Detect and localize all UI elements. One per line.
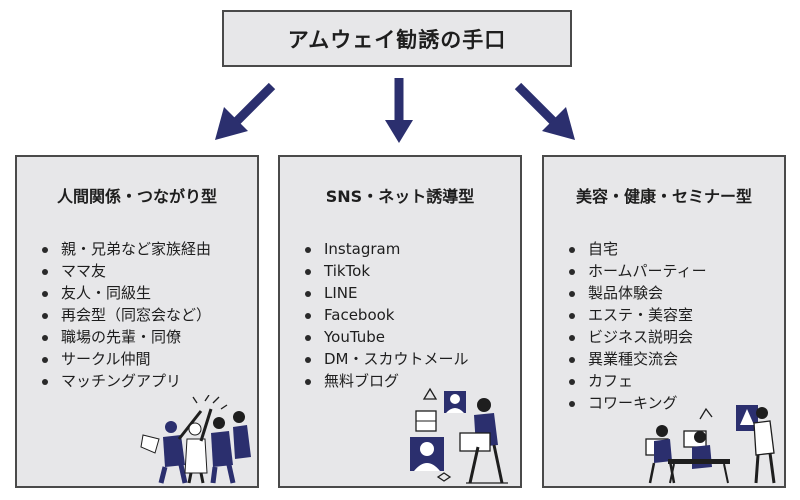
group-celebration-illustration bbox=[140, 395, 251, 484]
list-item: 無料ブログ bbox=[302, 370, 469, 392]
list-item: 親・兄弟など家族経由 bbox=[39, 238, 211, 260]
list-item: YouTube bbox=[302, 326, 469, 348]
list-item: ビジネス説明会 bbox=[566, 326, 707, 348]
arrow-down-icon bbox=[385, 78, 413, 143]
main-title: アムウェイ勧誘の手口 bbox=[222, 10, 572, 67]
list-item: 異業種交流会 bbox=[566, 348, 707, 370]
list-item: 職場の先輩・同僚 bbox=[39, 326, 211, 348]
list-item: カフェ bbox=[566, 370, 707, 392]
meeting-illustration bbox=[645, 405, 776, 484]
list-item: 再会型（同窓会など） bbox=[39, 304, 211, 326]
card-title: SNS・ネット誘導型 bbox=[325, 187, 475, 206]
item-list: Instagram TikTok LINE Facebook YouTube D… bbox=[302, 238, 469, 392]
card-sns: SNS・ネット誘導型 Instagram TikTok LINE Faceboo… bbox=[278, 155, 522, 488]
list-item: LINE bbox=[302, 282, 469, 304]
list-item: 製品体験会 bbox=[566, 282, 707, 304]
video-call-illustration bbox=[410, 387, 508, 484]
list-item: ママ友 bbox=[39, 260, 211, 282]
card-title: 人間関係・つながり型 bbox=[56, 187, 217, 206]
list-item: マッチングアプリ bbox=[39, 370, 211, 392]
list-item: TikTok bbox=[302, 260, 469, 282]
item-list: 親・兄弟など家族経由 ママ友 友人・同級生 再会型（同窓会など） 職場の先輩・同… bbox=[39, 238, 211, 392]
arrows bbox=[215, 78, 575, 143]
list-item: Facebook bbox=[302, 304, 469, 326]
list-item: エステ・美容室 bbox=[566, 304, 707, 326]
list-item: DM・スカウトメール bbox=[302, 348, 469, 370]
list-item: サークル仲間 bbox=[39, 348, 211, 370]
card-beauty-seminar: 美容・健康・セミナー型 自宅 ホームパーティー 製品体験会 エステ・美容室 ビジ… bbox=[542, 155, 786, 488]
list-item: コワーキング bbox=[566, 392, 707, 414]
arrow-down-right-icon bbox=[514, 82, 575, 140]
arrow-down-left-icon bbox=[215, 82, 276, 140]
card-relationships: 人間関係・つながり型 親・兄弟など家族経由 ママ友 友人・同級生 再会型（同窓会… bbox=[15, 155, 259, 488]
list-item: ホームパーティー bbox=[566, 260, 707, 282]
card-title: 美容・健康・セミナー型 bbox=[575, 187, 752, 206]
list-item: 友人・同級生 bbox=[39, 282, 211, 304]
item-list: 自宅 ホームパーティー 製品体験会 エステ・美容室 ビジネス説明会 異業種交流会… bbox=[566, 238, 707, 414]
list-item: 自宅 bbox=[566, 238, 707, 260]
list-item: Instagram bbox=[302, 238, 469, 260]
